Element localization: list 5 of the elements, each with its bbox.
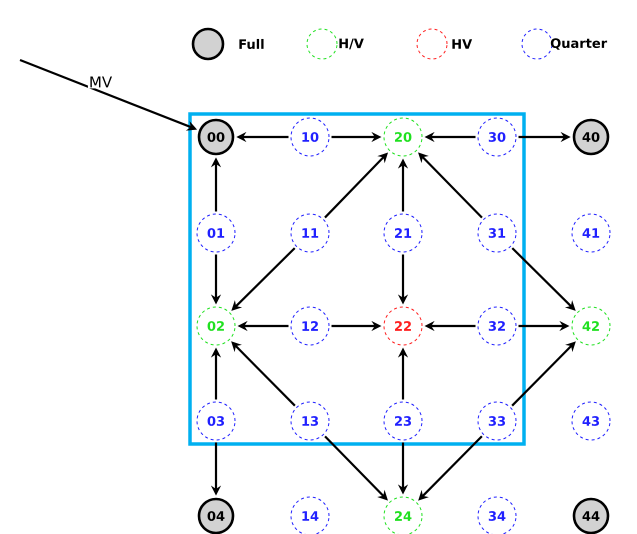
legend-label: Full (239, 38, 264, 50)
legend-label: H/V (339, 38, 364, 50)
edge-label: MV (90, 76, 112, 88)
legend-label: Quarter (550, 38, 608, 50)
legend-label: HV (452, 39, 472, 49)
